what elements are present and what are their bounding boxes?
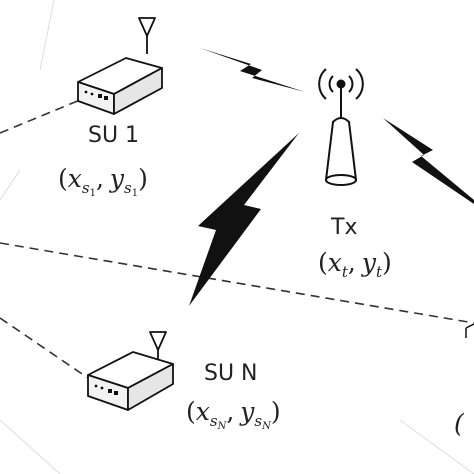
dashed-link-suN-left <box>0 317 89 379</box>
suN-coordinate: (xsN,ysN) <box>186 397 281 432</box>
dashed-link-su1-left <box>0 99 81 134</box>
suN-label: SU N <box>204 361 258 386</box>
su1-label: SU 1 <box>88 123 139 148</box>
clipped-right-label: ( <box>454 409 465 438</box>
lightning-bolt-su1-tx <box>200 48 305 92</box>
tx-label: Tx <box>330 215 357 240</box>
dashed-links <box>0 99 474 379</box>
lightning-bolt-suN-su1 <box>189 133 299 306</box>
su1-coordinate: (xs1,ys1) <box>58 164 148 199</box>
tx-coordinate: (xt,yt) <box>318 248 392 281</box>
tx-tower-icon <box>318 68 364 186</box>
su1-device-icon <box>77 17 163 115</box>
dashed-link-crossing <box>0 242 474 324</box>
lightning-bolt-tx-right <box>383 118 474 204</box>
wireless-links <box>189 48 474 306</box>
suN-device-icon <box>87 331 174 411</box>
clipped-right-node-icon <box>465 323 474 338</box>
